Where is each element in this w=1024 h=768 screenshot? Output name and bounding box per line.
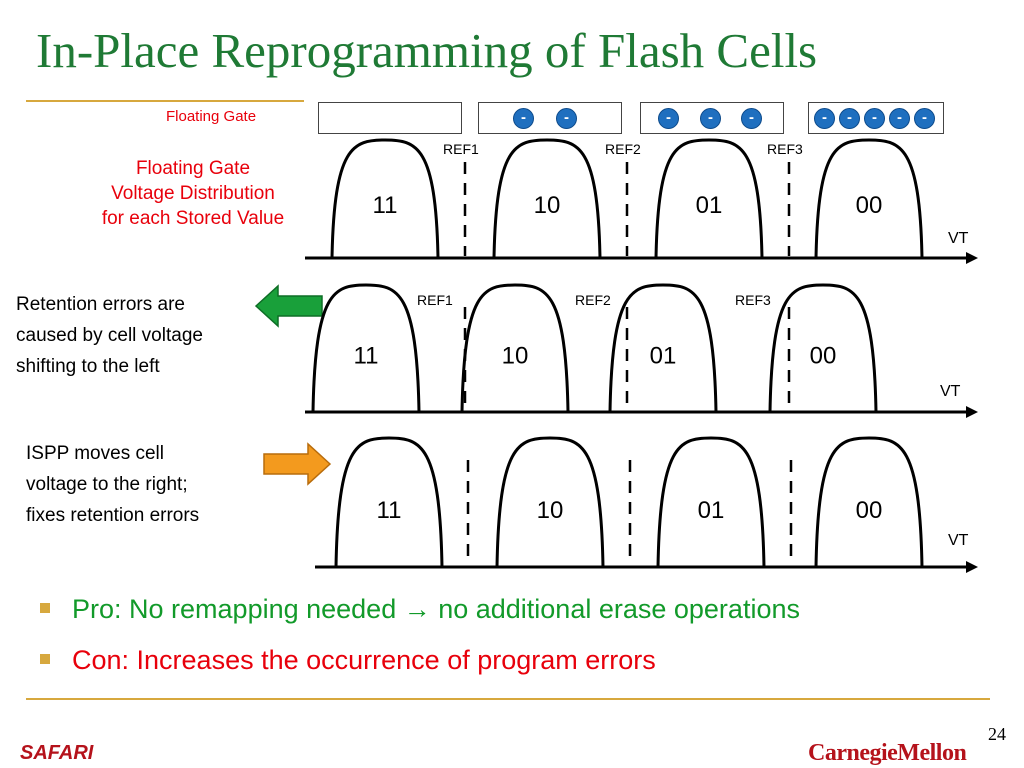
carnegie-mellon-logo: CarnegieMellon (808, 740, 967, 766)
state-value-label: 11 (354, 343, 379, 370)
electron-icon: - (513, 108, 534, 129)
state-distribution-curve (334, 436, 444, 568)
floating-gate-cell-2-electrons: - - (478, 102, 622, 134)
retention-note: Retention errors are caused by cell volt… (16, 289, 203, 382)
ispp-note-line: ISPP moves cell (26, 443, 164, 464)
state-value-label: 10 (537, 497, 564, 524)
voltage-distribution-label-line: for each Stored Value (101, 208, 285, 229)
slide-title: In-Place Reprogramming of Flash Cells (36, 23, 818, 78)
title-underline (26, 100, 304, 102)
state-value-label: 10 (502, 343, 529, 370)
voltage-distribution-label-line: Floating Gate (135, 158, 251, 179)
retention-note-line: Retention errors are (16, 294, 185, 315)
state-value-label: 10 (534, 192, 561, 219)
state-value-label: 00 (810, 343, 837, 370)
bullet-marker (40, 653, 50, 664)
axis-arrowhead-icon (966, 252, 978, 264)
retention-note-line: caused by cell voltage (16, 325, 203, 346)
electron-icon: - (700, 108, 721, 129)
vt-axis-label: VT (948, 230, 969, 247)
reference-voltage-label: REF2 (605, 141, 641, 157)
state-distribution-curve (814, 436, 924, 568)
state-value-label: 01 (650, 343, 677, 370)
bullet-marker (40, 602, 50, 613)
pro-bullet: Pro: No remapping needed → no additional… (40, 594, 800, 625)
ispp-note: ISPP moves cell voltage to the right; fi… (26, 438, 199, 531)
state-distribution-curve (654, 138, 764, 259)
state-distribution-curve (768, 283, 878, 413)
footer-rule (26, 698, 990, 700)
reference-voltage-label: REF3 (767, 141, 803, 157)
vt-axis-label: VT (940, 383, 961, 400)
floating-gate-cell-empty (318, 102, 462, 134)
electron-icon: - (864, 108, 885, 129)
reference-voltage-label: REF2 (575, 292, 611, 308)
electron-icon: - (658, 108, 679, 129)
state-distribution-curve (460, 283, 570, 413)
vt-axis-label: VT (948, 532, 969, 549)
right-arrow-icon (263, 442, 332, 486)
state-distribution-curve (311, 283, 421, 413)
state-distribution-curve (495, 436, 605, 568)
electron-icon: - (914, 108, 935, 129)
reference-voltage-label: REF1 (443, 141, 479, 157)
electron-icon: - (889, 108, 910, 129)
left-arrow-icon (254, 284, 323, 328)
floating-gate-label: Floating Gate (166, 108, 257, 125)
state-distribution-curve (492, 138, 602, 259)
electron-icon: - (556, 108, 577, 129)
state-value-label: 01 (696, 192, 723, 219)
axis-arrowhead-icon (966, 561, 978, 573)
voltage-distribution-label: Floating Gate Voltage Distribution for e… (62, 156, 324, 231)
state-distribution-curve (330, 138, 440, 259)
state-distribution-curve (608, 283, 718, 413)
state-distribution-curve (814, 138, 924, 259)
page-number: 24 (988, 724, 1006, 744)
state-value-label: 11 (373, 192, 398, 219)
state-value-label: 00 (856, 192, 883, 219)
voltage-distribution-label-line: Voltage Distribution (111, 183, 275, 204)
state-distribution-curve (656, 436, 766, 568)
floating-gate-cell-3-electrons: - - - (640, 102, 784, 134)
electron-icon: - (839, 108, 860, 129)
reference-voltage-label: REF3 (735, 292, 771, 308)
retention-note-line: shifting to the left (16, 356, 160, 377)
con-bullet-text: Con: Increases the occurrence of program… (72, 645, 656, 675)
state-value-label: 00 (856, 497, 883, 524)
state-value-label: 11 (377, 497, 402, 524)
axis-arrowhead-icon (966, 406, 978, 418)
reference-voltage-label: REF1 (417, 292, 453, 308)
electron-icon: - (741, 108, 762, 129)
electron-icon: - (814, 108, 835, 129)
floating-gate-cell-5-electrons: - - - - - (808, 102, 944, 134)
safari-logo: SAFARI (20, 742, 94, 764)
state-value-label: 01 (698, 497, 725, 524)
pro-bullet-text: Pro: No remapping needed → no additional… (72, 594, 800, 624)
ispp-note-line: voltage to the right; (26, 474, 188, 495)
ispp-note-line: fixes retention errors (26, 505, 200, 526)
con-bullet: Con: Increases the occurrence of program… (40, 645, 656, 676)
